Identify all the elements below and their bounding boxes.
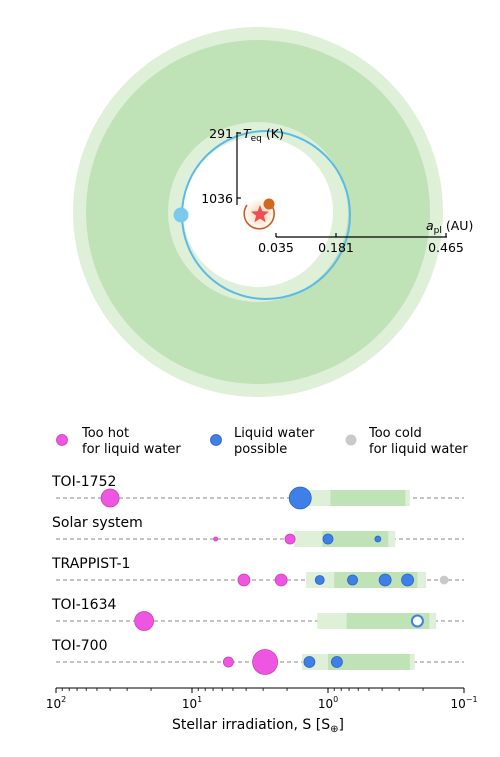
apl-unit: (AU)	[442, 218, 473, 233]
teq-subscript: eq	[251, 134, 262, 144]
system-row: TRAPPIST-1	[51, 556, 464, 588]
planet-marker-hot	[134, 611, 155, 631]
x-axis-label-end: ]	[338, 717, 343, 733]
apl-tick-label: 0.465	[428, 240, 464, 255]
legend-label-line2: for liquid water	[369, 442, 468, 457]
teq-tick-label: 291	[209, 126, 233, 141]
legend-label-line1: Too cold	[368, 426, 422, 441]
planet-marker-liquid	[322, 533, 334, 545]
planet-marker-cold	[439, 575, 449, 585]
hz-conservative-band	[328, 654, 410, 670]
planet-marker-liquid	[410, 614, 424, 628]
legend-label-line2: for liquid water	[82, 442, 181, 457]
planet-marker-hot	[100, 488, 120, 508]
planet-marker-liquid	[374, 535, 382, 543]
legend-marker-hot	[56, 434, 68, 446]
x-axis-label: Stellar irradiation, S [S⊕]	[172, 717, 344, 735]
system-name: TOI-700	[51, 638, 107, 654]
apl-tick-label: 0.181	[318, 240, 354, 255]
planet-marker-liquid	[401, 573, 414, 587]
legend-item-too-hot: Too hot for liquid water	[56, 426, 181, 457]
planet-marker-hot	[284, 533, 296, 545]
apl-tick-label: 0.035	[258, 240, 294, 255]
x-tick-label: 101	[182, 695, 202, 711]
outer-planet-marker	[173, 207, 189, 223]
x-axis: 102 101 100 10−1 Stellar irradiation, S [S⊕…	[46, 687, 478, 735]
apl-axis-label: apl (AU)	[426, 218, 473, 236]
hz-conservative-band	[346, 613, 430, 629]
legend-item-too-cold: Too cold for liquid water	[345, 426, 468, 457]
planet-marker-hot	[274, 573, 288, 587]
x-axis-label-symbol: ⊕	[330, 724, 338, 735]
x-tick-label: 102	[46, 695, 66, 711]
system-name: Solar system	[52, 515, 143, 531]
hz-conservative-band	[322, 531, 389, 547]
planet-marker-liquid	[288, 486, 312, 510]
system-row: TOI-1752	[51, 474, 464, 510]
planet-marker-hot	[222, 656, 234, 668]
legend: Too hot for liquid water Liquid water po…	[56, 426, 468, 457]
inner-planet-marker	[263, 198, 275, 210]
planet-marker-hot	[252, 649, 279, 675]
planet-marker-hot	[213, 536, 219, 542]
system-name: TOI-1752	[51, 474, 116, 490]
legend-label-line2: possible	[234, 442, 287, 457]
teq-symbol: T	[243, 126, 252, 141]
x-tick-label: 100	[318, 695, 338, 711]
system-row: Solar system	[52, 515, 464, 547]
legend-label-line1: Too hot	[81, 426, 129, 441]
system-name: TOI-1634	[51, 597, 116, 613]
system-row: TOI-1634	[51, 597, 464, 631]
x-tick-label: 10−1	[450, 695, 477, 711]
inner-orbit-arc	[243, 204, 275, 230]
apl-subscript: pl	[434, 226, 442, 236]
legend-marker-cold	[345, 434, 357, 446]
legend-item-liquid-water: Liquid water possible	[210, 426, 315, 457]
orbit-diagram: 291 1036 Teq (K) 0.035 0.181 0.465 apl (…	[73, 27, 473, 397]
star-icon	[251, 205, 269, 223]
planet-marker-liquid	[314, 575, 325, 585]
legend-marker-liquid	[210, 434, 222, 446]
apl-symbol: a	[426, 218, 434, 233]
teq-axis-label: Teq (K)	[243, 126, 284, 144]
system-name: TRAPPIST-1	[51, 556, 130, 572]
planet-marker-liquid	[303, 656, 316, 668]
planet-marker-liquid	[331, 656, 343, 668]
planet-marker-hot	[237, 573, 251, 587]
x-axis-label-text: Stellar irradiation, S [S	[172, 717, 330, 733]
system-row: TOI-700	[51, 638, 464, 675]
legend-label-line1: Liquid water	[234, 426, 315, 441]
x-axis-ticks: 102 101 100 10−1	[46, 688, 478, 711]
planet-marker-liquid	[347, 574, 358, 586]
teq-unit: (K)	[262, 126, 284, 141]
hz-conservative-band	[330, 490, 406, 506]
planet-marker-liquid	[378, 573, 392, 587]
teq-tick-label: 1036	[201, 191, 233, 206]
